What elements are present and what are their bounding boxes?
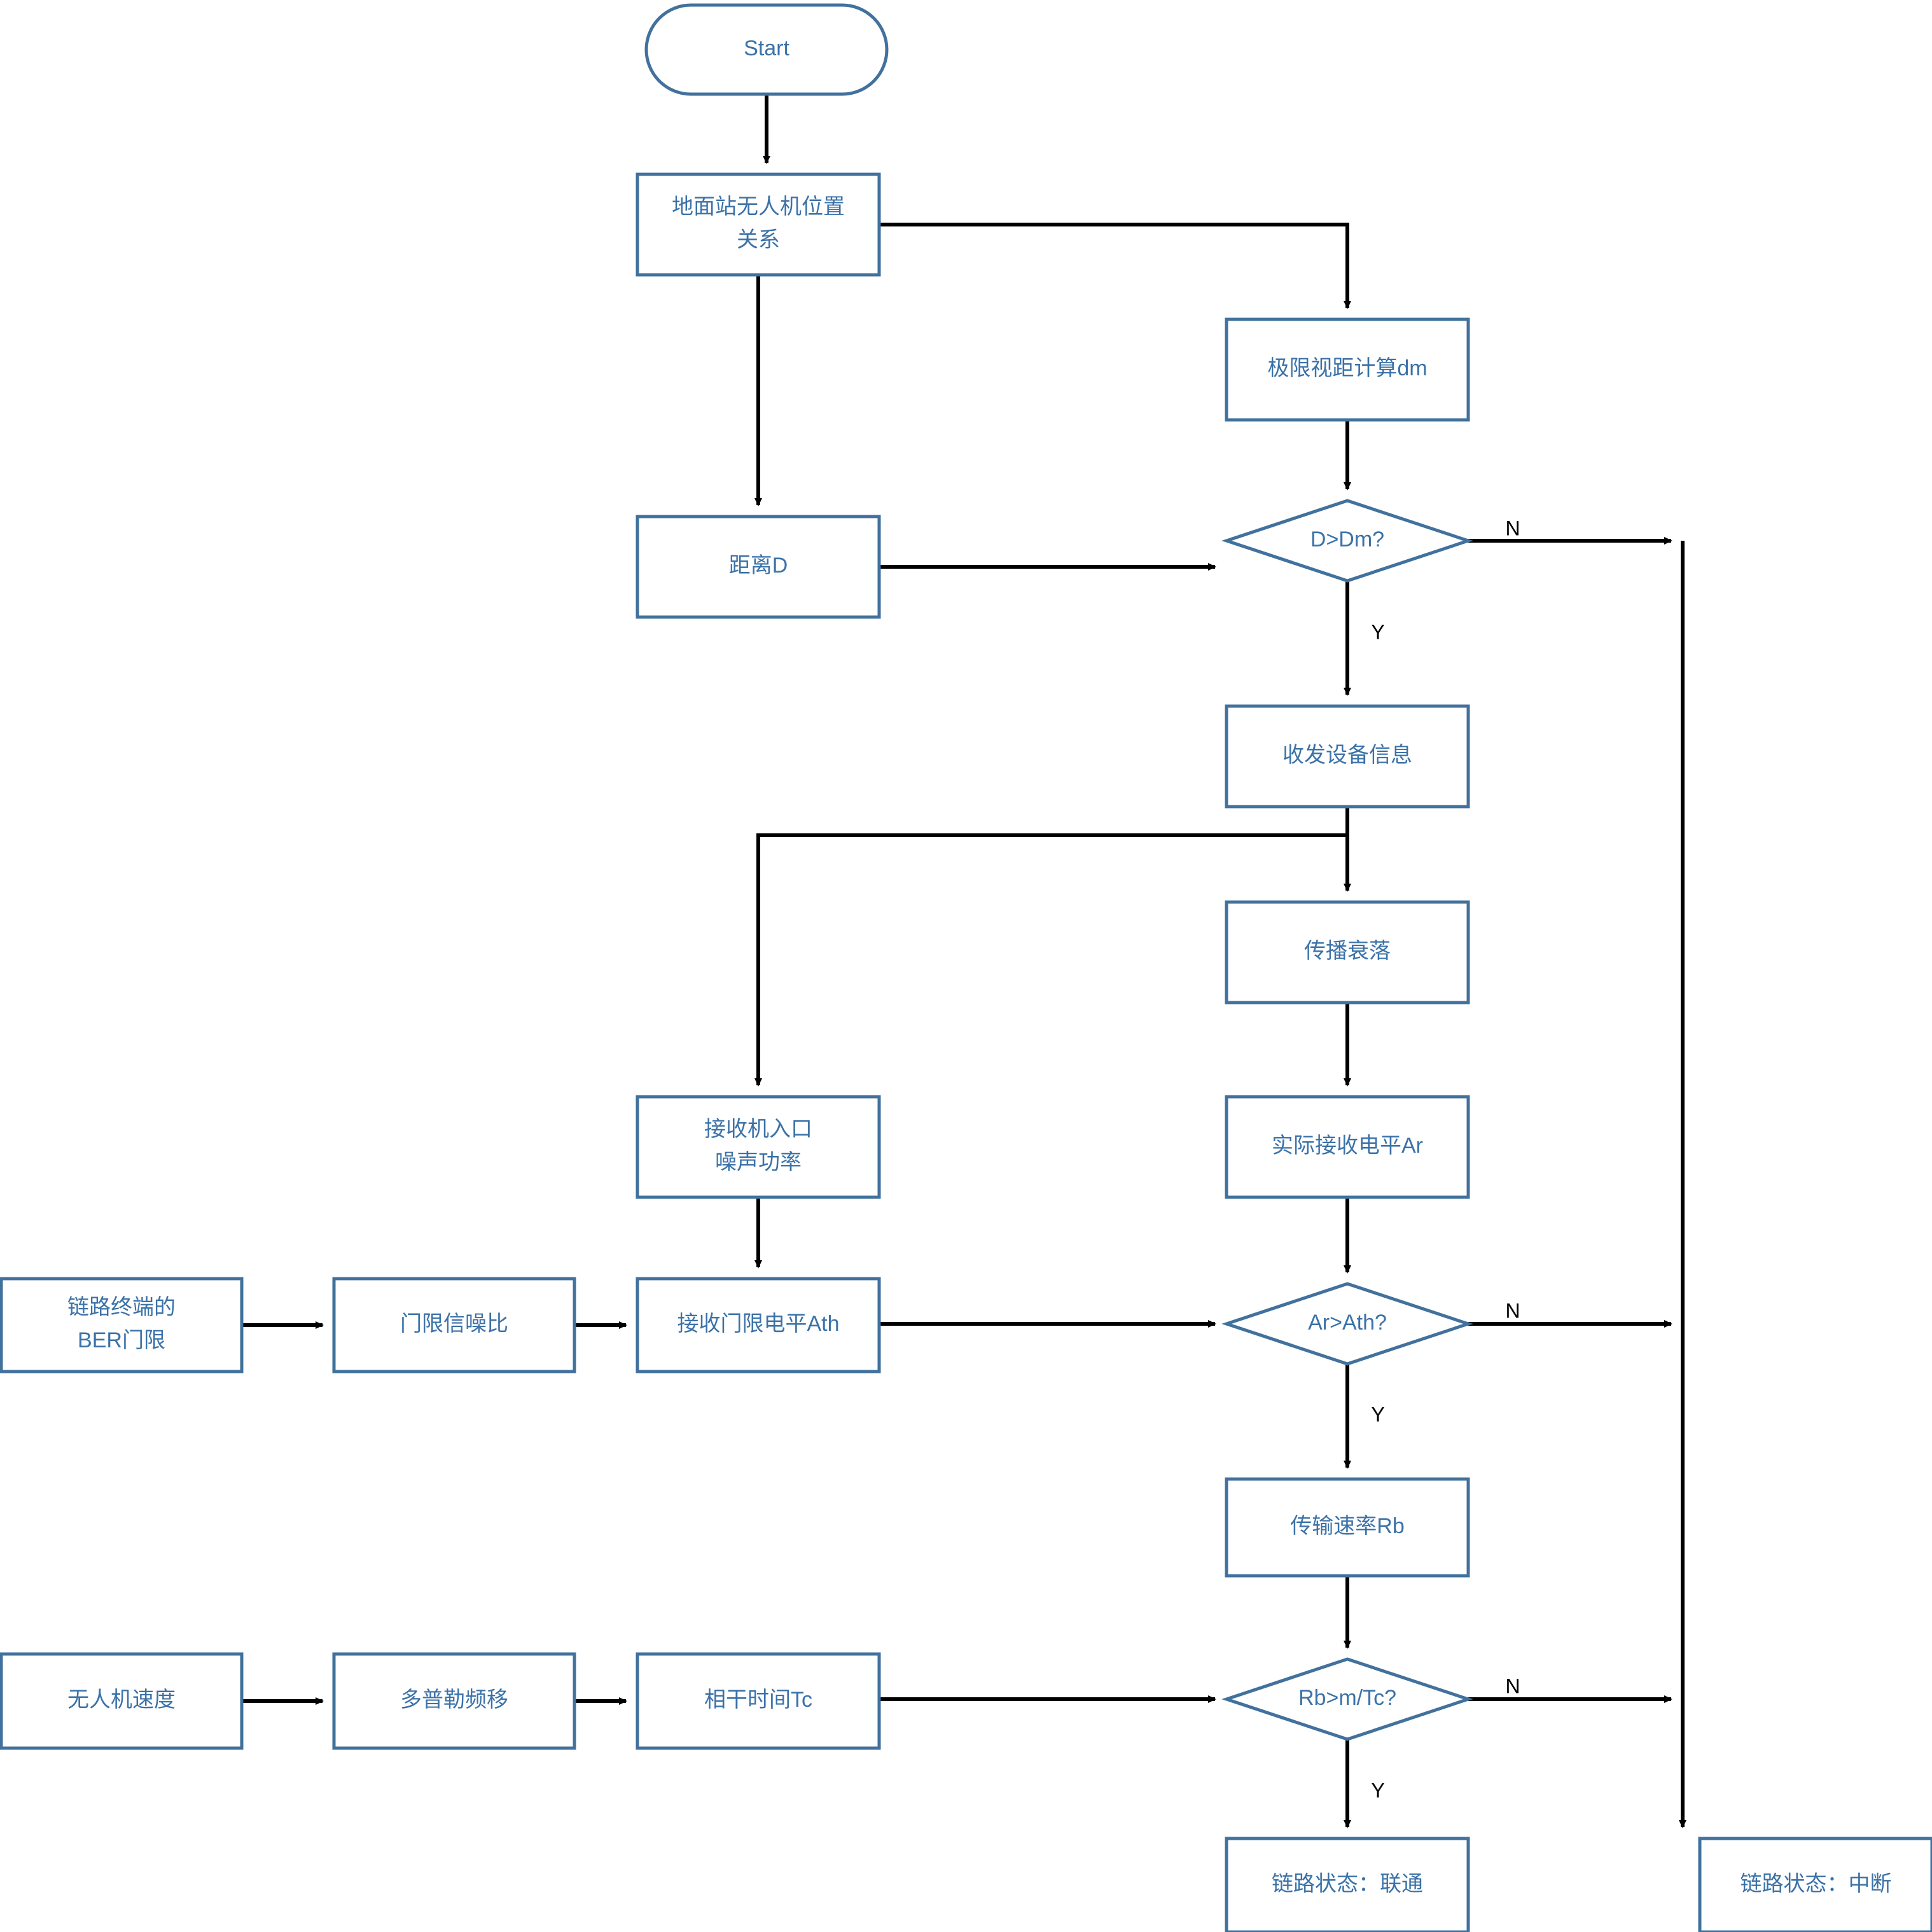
node-label-rb: 传输速率Rb: [1290, 1514, 1404, 1538]
node-label-dm: 极限视距计算dm: [1267, 356, 1427, 380]
node-shape-rect: [636, 515, 881, 619]
node-label-devinfo: 收发设备信息: [1282, 743, 1412, 767]
node-shape-rect: [0, 1277, 244, 1373]
node-label-tc: 相干时间Tc: [704, 1688, 812, 1712]
node-label-ath: 接收门限电平Ath: [677, 1312, 839, 1336]
connector-geometry-to-dm: [879, 223, 1351, 309]
node-label-link_down: 链路状态：中断: [1741, 1872, 1892, 1896]
node-shape-rect: [0, 1652, 244, 1750]
node-shape-rect: [332, 1277, 576, 1373]
node-fading[interactable]: 传播衰落: [1225, 900, 1470, 1004]
edge-label-d_yes: Y: [1371, 620, 1384, 643]
node-label-fading: 传播衰落: [1304, 939, 1391, 963]
node-label-ar: 实际接收电平Ar: [1272, 1134, 1423, 1158]
node-shape-rect: [1225, 1477, 1470, 1578]
node-speed[interactable]: 无人机速度: [0, 1652, 244, 1750]
edge-label-rb_yes: Y: [1371, 1779, 1384, 1802]
node-shape-diamond: [1221, 499, 1473, 583]
node-shape-rect: [636, 1095, 881, 1199]
node-shape-rect: [332, 1652, 576, 1750]
node-label-dec_d: D>Dm?: [1310, 527, 1384, 552]
edge-label-ar_no: N: [1505, 1299, 1520, 1322]
node-label-dec_ar: Ar>Ath?: [1308, 1310, 1387, 1335]
node-devinfo[interactable]: 收发设备信息: [1225, 704, 1470, 809]
node-noise[interactable]: 接收机入口噪声功率: [636, 1095, 881, 1199]
node-dec_d[interactable]: D>Dm?: [1221, 499, 1473, 583]
node-dec_rb[interactable]: Rb>m/Tc?: [1221, 1657, 1473, 1741]
node-shape-rect: [636, 1652, 881, 1750]
node-label-speed: 无人机速度: [67, 1688, 176, 1712]
node-link_down[interactable]: 链路状态：中断: [1698, 1837, 1932, 1932]
node-shape-rect: [1225, 317, 1470, 422]
node-shape-terminator: [644, 3, 889, 96]
node-geometry[interactable]: 地面站无人机位置关系: [636, 172, 881, 277]
node-shape-rect: [1225, 704, 1470, 809]
node-shape-diamond: [1221, 1282, 1473, 1366]
node-shape-rect: [1225, 1095, 1470, 1199]
node-label-distance: 距离D: [729, 553, 788, 578]
node-doppler[interactable]: 多普勒频移: [332, 1652, 576, 1750]
node-label-start: Start: [744, 36, 789, 60]
edge-label-d_no: N: [1505, 517, 1520, 539]
node-label-noise: 接收机入口噪声功率: [704, 1117, 812, 1174]
node-link_ok[interactable]: 链路状态：联通: [1225, 1837, 1470, 1932]
node-label-doppler: 多普勒频移: [400, 1688, 508, 1712]
connector-layer: [242, 94, 1686, 1828]
node-label-snr: 门限信噪比: [400, 1312, 508, 1336]
node-shape-rect: [1225, 900, 1470, 1004]
node-dec_ar[interactable]: Ar>Ath?: [1221, 1282, 1473, 1366]
node-shape-diamond: [1221, 1657, 1473, 1741]
node-ath[interactable]: 接收门限电平Ath: [636, 1277, 881, 1373]
node-label-dec_rb: Rb>m/Tc?: [1298, 1686, 1396, 1710]
node-tc[interactable]: 相干时间Tc: [636, 1652, 881, 1750]
node-distance[interactable]: 距离D: [636, 515, 881, 619]
node-snr[interactable]: 门限信噪比: [332, 1277, 576, 1373]
node-shape-rect: [636, 1277, 881, 1373]
node-rb[interactable]: 传输速率Rb: [1225, 1477, 1470, 1578]
node-label-link_ok: 链路状态：联通: [1272, 1872, 1423, 1896]
node-shape-rect: [1225, 1837, 1470, 1932]
node-start[interactable]: Start: [644, 3, 889, 96]
connector-devinfo-to-noise: [754, 833, 1347, 1087]
edge-label-layer: N Y N Y N Y: [1371, 517, 1520, 1802]
node-ar[interactable]: 实际接收电平Ar: [1225, 1095, 1470, 1199]
node-shape-rect: [1698, 1837, 1932, 1932]
edge-label-ar_yes: Y: [1371, 1403, 1384, 1426]
node-shape-rect: [636, 172, 881, 277]
edge-label-rb_no: N: [1505, 1674, 1520, 1697]
node-label-geometry: 地面站无人机位置关系: [672, 195, 845, 252]
node-dm[interactable]: 极限视距计算dm: [1225, 317, 1470, 422]
